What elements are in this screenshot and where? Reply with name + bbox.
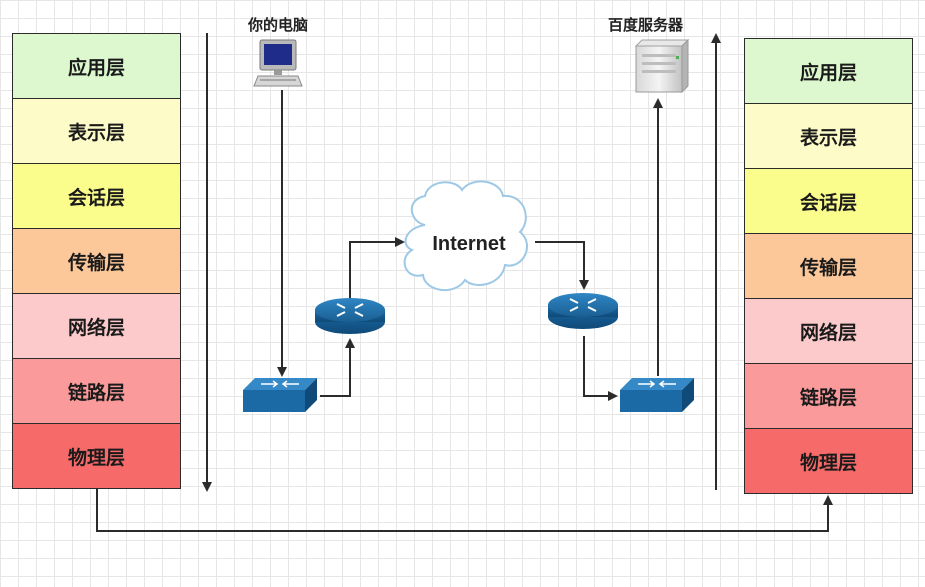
physical-link-arrow xyxy=(96,489,833,532)
left-layer-datalink: 链路层 xyxy=(12,359,181,424)
right-layer-session: 会话层 xyxy=(744,169,913,234)
computer-icon xyxy=(253,39,303,87)
internet-cloud-icon: Internet xyxy=(403,180,528,292)
right-layer-application: 应用层 xyxy=(744,38,913,104)
right-layer-presentation: 表示层 xyxy=(744,104,913,169)
router-to-switch-arrow xyxy=(583,336,618,401)
your-computer-label: 你的电脑 xyxy=(248,16,309,34)
left-osi-stack: 应用层 表示层 会话层 传输层 网络层 链路层 物理层 xyxy=(12,33,181,489)
server-icon xyxy=(634,38,690,94)
left-switch-icon xyxy=(243,378,317,412)
right-switch-icon xyxy=(620,378,694,412)
left-router-icon xyxy=(315,298,385,334)
right-layer-physical: 物理层 xyxy=(744,429,913,494)
right-layer-datalink: 链路层 xyxy=(744,364,913,429)
left-layer-network: 网络层 xyxy=(12,294,181,359)
left-layer-physical: 物理层 xyxy=(12,424,181,489)
baidu-server-label: 百度服务器 xyxy=(608,16,684,34)
right-layer-transport: 传输层 xyxy=(744,234,913,299)
left-layer-application: 应用层 xyxy=(12,33,181,99)
switch-to-router-arrow xyxy=(320,338,355,397)
internet-label: Internet xyxy=(432,233,506,255)
internet-to-router-arrow xyxy=(535,241,589,290)
left-layer-transport: 传输层 xyxy=(12,229,181,294)
left-layer-session: 会话层 xyxy=(12,164,181,229)
right-osi-stack: 应用层 表示层 会话层 传输层 网络层 链路层 物理层 xyxy=(744,38,913,494)
router-to-internet-arrow xyxy=(349,237,405,298)
right-router-icon xyxy=(548,293,618,329)
right-layer-network: 网络层 xyxy=(744,299,913,364)
left-layer-presentation: 表示层 xyxy=(12,99,181,164)
